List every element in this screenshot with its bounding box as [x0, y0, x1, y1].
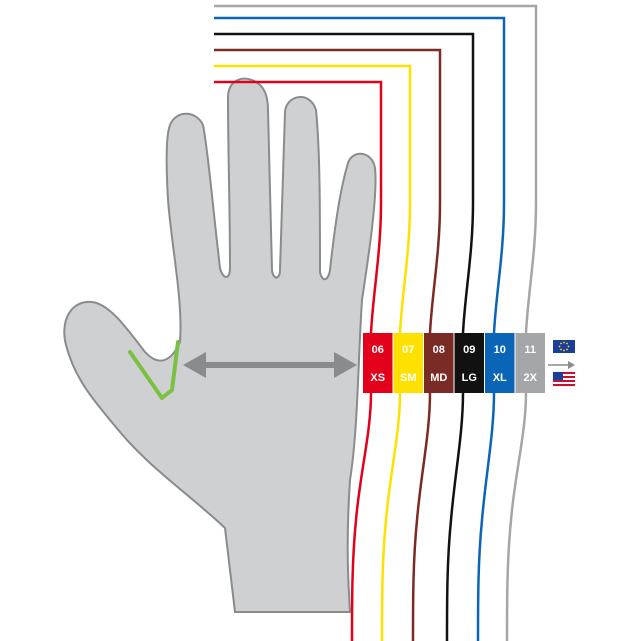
size-line-xl — [214, 16, 506, 641]
size-box-xs — [363, 333, 393, 393]
eu-size-label: 07 — [402, 344, 414, 356]
flags-legend — [548, 340, 576, 387]
eu-flag-icon — [553, 340, 575, 353]
us-flag-icon — [552, 371, 576, 387]
us-size-label: XL — [493, 372, 507, 384]
us-size-label: 2X — [524, 372, 538, 384]
size-lines — [214, 4, 538, 641]
eu-size-label: 11 — [524, 344, 536, 356]
size-box-lg — [454, 333, 484, 393]
thumb-measure-marker — [128, 340, 180, 400]
eu-size-label: 09 — [463, 344, 475, 356]
palm-width-arrow — [183, 352, 357, 378]
hand-outline — [63, 77, 377, 613]
arrow-right-icon — [548, 361, 575, 369]
us-size-label: MD — [430, 372, 447, 384]
us-size-label: XS — [370, 372, 385, 384]
eu-size-label: 06 — [372, 344, 384, 356]
us-size-label: LG — [462, 372, 477, 384]
us-size-label: SM — [400, 372, 417, 384]
size-line-sm — [214, 64, 412, 641]
eu-size-label: 10 — [494, 344, 506, 356]
size-line-2x — [214, 4, 538, 641]
size-box-2x — [515, 333, 545, 393]
eu-size-label: 08 — [433, 344, 445, 356]
size-line-md — [214, 48, 442, 641]
size-box-xl — [485, 333, 515, 393]
size-line-lg — [214, 32, 475, 641]
size-box-md — [424, 333, 454, 393]
size-box-sm — [393, 333, 423, 393]
size-line-xs — [214, 80, 383, 641]
